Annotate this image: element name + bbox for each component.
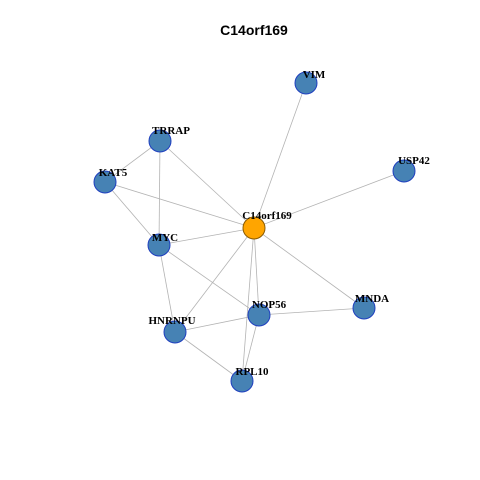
node-label: USP42 — [398, 155, 430, 167]
node-label: MNDA — [355, 293, 389, 305]
edge-hnrnpu-rpl10 — [174, 331, 243, 382]
node-circle — [93, 170, 117, 194]
edge-c14orf169-myc — [158, 227, 255, 246]
node-label: NOP56 — [252, 299, 287, 311]
node-nop56: NOP56 — [247, 299, 287, 327]
node-c14orf169: C14orf169 — [242, 210, 292, 240]
node-circle — [230, 369, 254, 393]
node-circle — [392, 159, 416, 183]
node-label: HNRNPU — [148, 315, 195, 327]
node-label: KAT5 — [99, 167, 128, 179]
edge-myc-hnrnpu — [158, 244, 176, 333]
edge-c14orf169-nop56 — [253, 227, 260, 316]
node-circle — [147, 233, 171, 257]
node-circle — [148, 129, 172, 153]
node-label: RPL10 — [236, 366, 270, 378]
edge-layer — [104, 82, 405, 382]
node-circle — [352, 296, 376, 320]
edge-c14orf169-trrap — [159, 140, 255, 229]
edge-c14orf169-usp42 — [253, 170, 405, 229]
edge-kat5-myc — [104, 181, 160, 246]
graph-title: C14orf169 — [220, 22, 288, 38]
node-vim: VIM — [294, 69, 326, 95]
node-usp42: USP42 — [392, 155, 430, 183]
node-circle — [294, 71, 318, 95]
node-kat5: KAT5 — [93, 167, 128, 194]
node-circle — [247, 303, 271, 327]
node-label: MYC — [152, 232, 178, 244]
edge-hnrnpu-nop56 — [174, 314, 260, 333]
edge-c14orf169-hnrnpu — [174, 227, 255, 333]
node-rpl10: RPL10 — [230, 366, 270, 393]
edge-c14orf169-kat5 — [104, 181, 255, 229]
edge-c14orf169-mnda — [253, 227, 365, 309]
node-label: C14orf169 — [242, 210, 292, 222]
edge-trrap-myc — [158, 140, 161, 246]
node-label: TRRAP — [152, 125, 190, 137]
edge-c14orf169-vim — [253, 82, 307, 229]
node-circle — [242, 216, 266, 240]
node-circle — [163, 320, 187, 344]
edge-nop56-mnda — [258, 307, 365, 316]
node-hnrnpu: HNRNPU — [148, 315, 196, 344]
node-label: VIM — [303, 69, 326, 81]
node-trrap: TRRAP — [148, 125, 190, 153]
edge-myc-nop56 — [158, 244, 260, 316]
node-mnda: MNDA — [352, 293, 389, 320]
node-myc: MYC — [147, 232, 178, 257]
edge-c14orf169-rpl10 — [241, 227, 255, 382]
